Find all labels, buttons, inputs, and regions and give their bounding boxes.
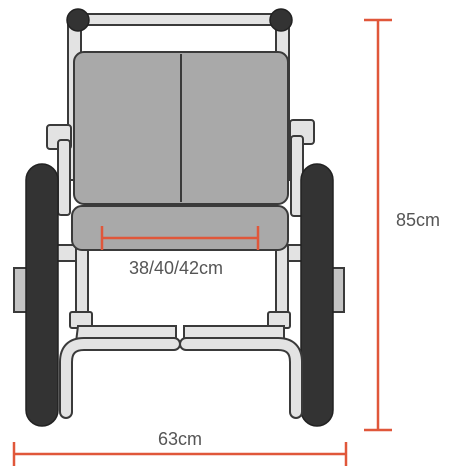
handle-grip-left: [66, 8, 90, 32]
seat-width-dimension: [100, 226, 260, 250]
width-dimension: [12, 442, 348, 466]
seat-cushion: [71, 205, 289, 251]
lower-frame: [45, 244, 319, 321]
backrest: [73, 51, 289, 205]
wheel-left: [25, 163, 59, 427]
front-leg-left: [59, 337, 181, 419]
wheel-right: [300, 163, 334, 427]
handle-grip-right: [269, 8, 293, 32]
height-dimension: [364, 18, 392, 432]
front-leg-right: [179, 337, 303, 419]
height-label: 85cm: [396, 210, 440, 230]
width-label: 63cm: [158, 429, 202, 449]
seat-width-label: 38/40/42cm: [129, 258, 223, 278]
